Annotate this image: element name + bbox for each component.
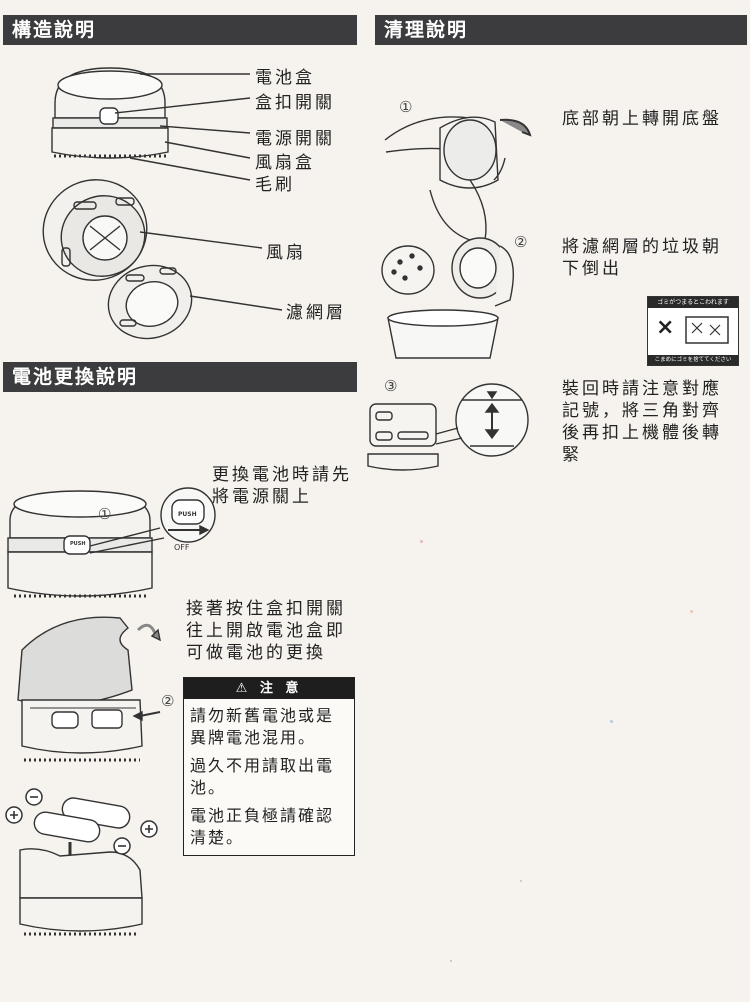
push-label: PUSH xyxy=(70,541,86,547)
label-battery-box: 電池盒 xyxy=(255,68,315,88)
caution-item: 請勿新舊電池或是異牌電池混用。 xyxy=(190,706,335,747)
cleaning-step-1-number: ① xyxy=(399,98,413,116)
filter-ring-illustration xyxy=(107,264,193,340)
step3-align-triangle-illustration xyxy=(367,383,529,471)
section-title: 構造說明 xyxy=(12,19,97,41)
section-header-cleaning: 清理說明 xyxy=(375,15,747,45)
label-box-latch-switch: 盒扣開關 xyxy=(255,93,335,113)
label-fan: 風扇 xyxy=(266,243,306,263)
battery-step1-illustration xyxy=(7,487,216,598)
assembled-cleaner-illustration xyxy=(51,67,169,159)
cross-icon: × xyxy=(656,315,675,340)
step2-empty-filter-illustration xyxy=(381,237,514,359)
push-label: PUSH xyxy=(178,511,197,518)
fan-housing-illustration xyxy=(42,179,148,281)
caution-box: ⚠ 注 意 請勿新舊電池或是異牌電池混用。 過久不用請取出電池。 電池正負極請確… xyxy=(183,677,355,856)
caution-item: 電池正負極請確認清楚。 xyxy=(190,806,335,847)
label-filter: 濾網層 xyxy=(286,303,346,323)
label-fan-box: 風扇盒 xyxy=(255,153,315,173)
battery-step-1-number: ① xyxy=(98,505,112,523)
section-title: 電池更換說明 xyxy=(12,366,139,388)
section-header-battery: 電池更換說明 xyxy=(3,362,357,392)
clog-warning-badge: ゴミがつまるとこわれます × こまめにゴミを捨ててください xyxy=(647,296,739,366)
cleaning-step-1-text: 底部朝上轉開底盤 xyxy=(562,109,722,129)
badge-bottom-text: こまめにゴミを捨ててください xyxy=(648,355,738,365)
section-header-structure: 構造說明 xyxy=(3,15,357,45)
battery-step2-illustration xyxy=(17,616,161,762)
battery-step-2-number: ② xyxy=(161,692,175,710)
cleaning-step-3-text: 裝回時請注意對應記號，將三角對齊後再扣上機體後轉緊 xyxy=(562,379,722,465)
badge-top-text: ゴミがつまるとこわれます xyxy=(648,297,738,308)
cleaning-step-2-text: 將濾網層的垃圾朝下倒出 xyxy=(562,237,722,279)
battery-step-2-text: 接著按住盒扣開關往上開啟電池盒即可做電池的更換 xyxy=(186,599,346,663)
section-title: 清理說明 xyxy=(384,19,469,41)
step1-hands-twist-illustration xyxy=(384,116,532,241)
caution-item: 過久不用請取出電池。 xyxy=(190,756,335,797)
off-label: OFF xyxy=(174,543,190,552)
clogged-filter-icon xyxy=(685,316,729,344)
cleaning-step-2-number: ② xyxy=(514,233,528,251)
label-power-switch: 電源開關 xyxy=(255,129,335,149)
label-brush: 毛刷 xyxy=(255,175,295,195)
battery-insert-illustration xyxy=(19,797,143,936)
caution-title: ⚠ 注 意 xyxy=(184,678,354,699)
cleaning-step-3-number: ③ xyxy=(384,377,398,395)
battery-step-1-text: 更換電池時請先將電源關上 xyxy=(212,465,352,507)
